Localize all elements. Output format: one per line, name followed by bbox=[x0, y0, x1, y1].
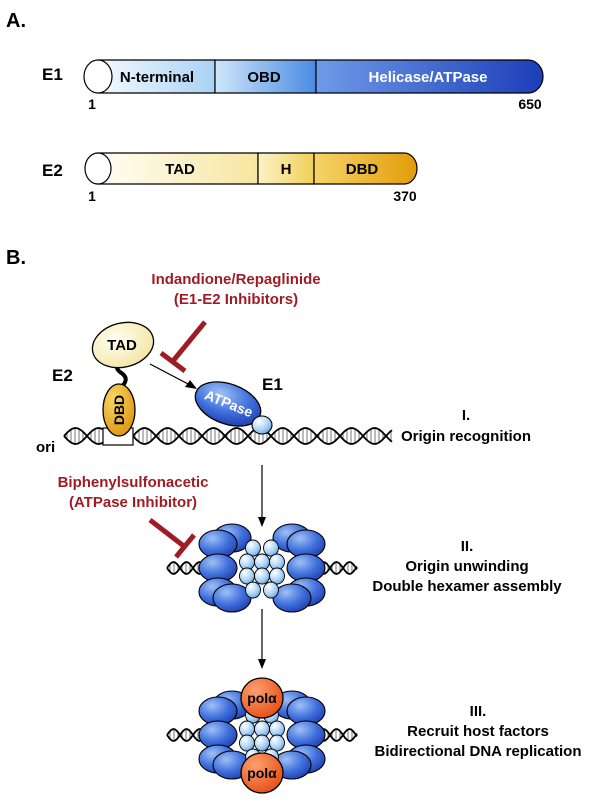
step-arrow-1-head bbox=[258, 517, 266, 527]
double-hexamer-unwinding bbox=[166, 523, 358, 613]
e1-protein-label: E1 bbox=[262, 375, 283, 394]
e1-domain-helicase: Helicase/ATPase bbox=[369, 69, 488, 86]
e2-domain-dbd: DBD bbox=[346, 161, 379, 178]
panel-a-label: A. bbox=[6, 10, 26, 32]
inhibitor-e1e2-class: (E1-E2 Inhibitors) bbox=[174, 291, 298, 308]
panel-b-label: B. bbox=[6, 247, 26, 269]
e2-label: E2 bbox=[42, 161, 63, 180]
obd-subunit bbox=[254, 734, 270, 752]
inhibitor-e1e2-name: Indandione/Repaglinide bbox=[151, 271, 320, 288]
step-2-number: II. bbox=[461, 538, 474, 555]
step-arrow-2-head bbox=[258, 659, 266, 669]
e2-domain-hinge: H bbox=[281, 161, 292, 178]
pol-alpha-top-label: polα bbox=[247, 690, 277, 706]
e2-tad-label: TAD bbox=[107, 337, 137, 354]
inhibitor-e1e2-tbar bbox=[159, 320, 207, 373]
pol-alpha-bottom-label: polα bbox=[247, 765, 277, 781]
step-1-text: Origin recognition bbox=[401, 428, 531, 445]
step-2-line-2: Double hexamer assembly bbox=[372, 578, 562, 595]
obd-subunit bbox=[269, 734, 285, 752]
interaction-arrowhead bbox=[185, 380, 197, 389]
e2-tad-domain bbox=[91, 321, 155, 369]
e1-helicase-segment bbox=[315, 59, 544, 94]
e1-domain-nterminal: N-terminal bbox=[120, 69, 194, 86]
e1-domain-bar: E1 N-terminal OBD Helicase/ATPase 1 650 bbox=[42, 59, 544, 112]
e2-dbd-segment bbox=[313, 152, 418, 185]
ori-label: ori bbox=[36, 439, 55, 456]
step-2-line-1: Origin unwinding bbox=[405, 558, 528, 575]
step-1-number: I. bbox=[462, 407, 470, 424]
step-3-line-1: Recruit host factors bbox=[407, 723, 549, 740]
inhibitor-atpase-class: (ATPase Inhibitor) bbox=[69, 494, 197, 511]
obd-subunit bbox=[245, 539, 261, 557]
obd-subunit bbox=[245, 581, 261, 599]
pol-alpha-top bbox=[240, 677, 284, 719]
inhibitor-atpase-tbar bbox=[148, 518, 196, 559]
e2-end-residue: 370 bbox=[393, 188, 417, 204]
e1-label: E1 bbox=[42, 65, 63, 84]
pol-alpha-bottom bbox=[240, 752, 284, 794]
step-3-number: III. bbox=[470, 703, 487, 720]
e1-obd-domain bbox=[251, 415, 273, 435]
obd-subunit bbox=[269, 567, 285, 585]
interaction-arrow bbox=[149, 363, 191, 386]
obd-subunit bbox=[254, 567, 270, 585]
e2-domain-bar: E2 TAD H DBD 1 370 bbox=[42, 152, 418, 204]
obd-subunit bbox=[263, 539, 279, 557]
inhibitor-atpase-name: Biphenylsulfonacetic bbox=[58, 474, 209, 491]
e1-end-residue: 650 bbox=[518, 96, 542, 112]
e2-bar-cap bbox=[84, 152, 112, 185]
e1-bar-cap bbox=[83, 59, 113, 94]
e1-domain-obd: OBD bbox=[247, 69, 281, 86]
e2-dbd-label: DBD bbox=[111, 395, 127, 425]
e2-dbd-domain bbox=[102, 383, 136, 437]
e2-start-residue: 1 bbox=[88, 188, 96, 204]
e2-domain-tad: TAD bbox=[165, 161, 195, 178]
step-3-line-2: Bidirectional DNA replication bbox=[375, 743, 582, 760]
obd-subunit bbox=[263, 581, 279, 599]
e2-protein-label: E2 bbox=[52, 366, 73, 385]
e1-start-residue: 1 bbox=[88, 96, 96, 112]
